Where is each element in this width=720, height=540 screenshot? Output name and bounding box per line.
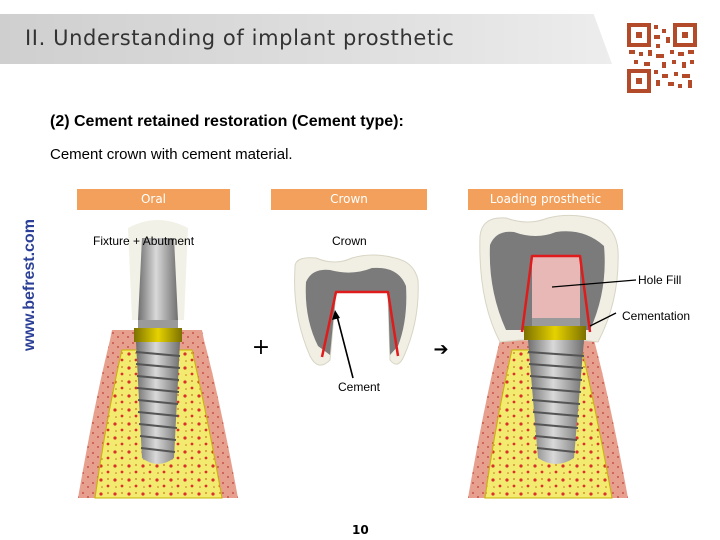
- page-title: II. Understanding of implant prosthetic: [25, 26, 455, 50]
- fixture-abutment-illustration: [78, 220, 238, 499]
- arrow-right-icon: ➔: [433, 339, 448, 360]
- loaded-prosthetic-illustration: [468, 214, 628, 499]
- leader-cement: [336, 315, 354, 379]
- label-fixture-abutment: Fixture + Abutment: [93, 234, 195, 248]
- page-number: 10: [352, 523, 369, 537]
- label-crown: Crown: [332, 234, 367, 248]
- tag-crown: Crown: [271, 189, 427, 210]
- tag-loading-prosthetic: Loading prosthetic: [468, 189, 623, 210]
- leader-cementation: [589, 312, 617, 327]
- plus-sign: +: [252, 335, 270, 360]
- label-cementation: Cementation: [622, 309, 691, 323]
- crown-illustration: [294, 254, 419, 366]
- leader-hole-fill: [551, 279, 637, 288]
- section-description: Cement crown with cement material.: [50, 146, 293, 163]
- section-heading: (2) Cement retained restoration (Cement …: [50, 113, 404, 130]
- title-bar: [0, 14, 612, 64]
- label-hole-fill: Hole Fill: [638, 273, 682, 287]
- label-cement: Cement: [338, 380, 381, 394]
- qr-code-icon: [626, 22, 698, 94]
- tag-oral: Oral: [77, 189, 230, 210]
